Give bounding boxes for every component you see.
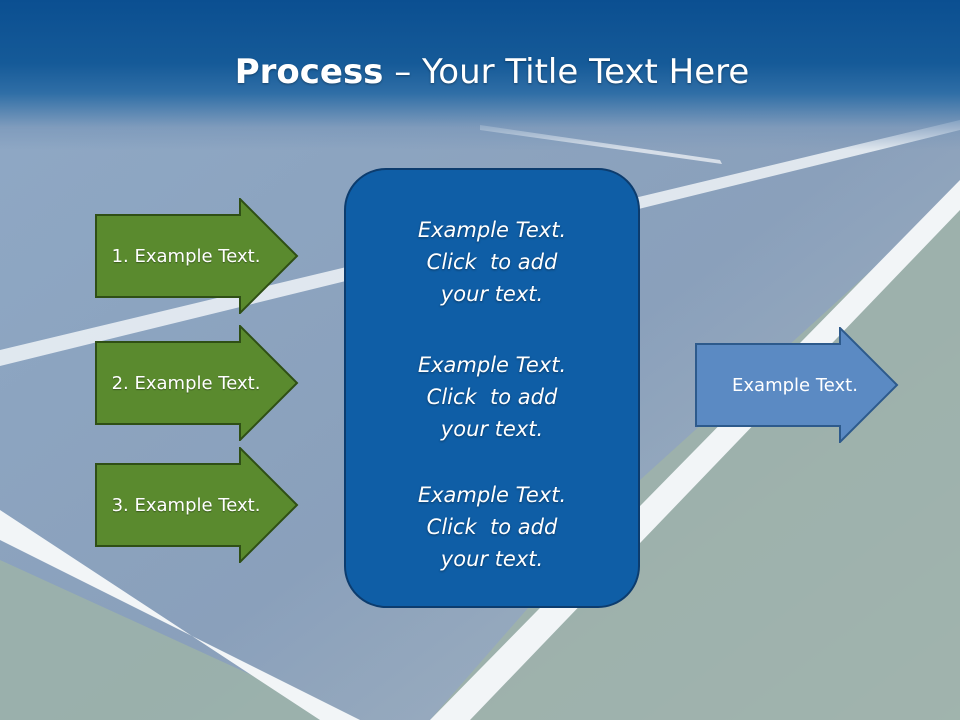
step-arrow-2[interactable]: 2. Example Text. bbox=[95, 325, 299, 441]
arrow-right-shape bbox=[695, 327, 899, 443]
center-process-box[interactable]: Example Text. Click to add your text. Ex… bbox=[344, 168, 640, 608]
arrow-right-shape bbox=[95, 447, 299, 563]
slide-title[interactable]: Process – Your Title Text Here bbox=[0, 52, 960, 92]
title-bold: Process bbox=[234, 52, 384, 92]
panel-line: Click to add bbox=[426, 250, 558, 274]
step-label: 3. Example Text. bbox=[111, 494, 261, 516]
panel-text-block-1[interactable]: Example Text. Click to add your text. bbox=[346, 214, 638, 310]
step-arrow-1[interactable]: 1. Example Text. bbox=[95, 198, 299, 314]
arrow-right-shape bbox=[95, 325, 299, 441]
panel-text-block-3[interactable]: Example Text. Click to add your text. bbox=[346, 479, 638, 575]
title-rest: – Your Title Text Here bbox=[383, 52, 750, 92]
panel-line: Example Text. bbox=[417, 353, 567, 377]
step-label: 1. Example Text. bbox=[111, 245, 261, 267]
panel-line: Click to add bbox=[426, 385, 558, 409]
output-arrow[interactable]: Example Text. bbox=[695, 327, 899, 443]
arrow-right-shape bbox=[95, 198, 299, 314]
panel-line: your text. bbox=[440, 547, 544, 571]
step-arrow-3[interactable]: 3. Example Text. bbox=[95, 447, 299, 563]
output-label: Example Text. bbox=[732, 374, 858, 396]
panel-line: your text. bbox=[440, 282, 544, 306]
panel-line: Example Text. bbox=[417, 218, 567, 242]
step-label: 2. Example Text. bbox=[111, 372, 261, 394]
panel-line: Click to add bbox=[426, 515, 558, 539]
panel-line: your text. bbox=[440, 417, 544, 441]
title-bar bbox=[0, 0, 960, 150]
panel-line: Example Text. bbox=[417, 483, 567, 507]
panel-text-block-2[interactable]: Example Text. Click to add your text. bbox=[346, 349, 638, 445]
